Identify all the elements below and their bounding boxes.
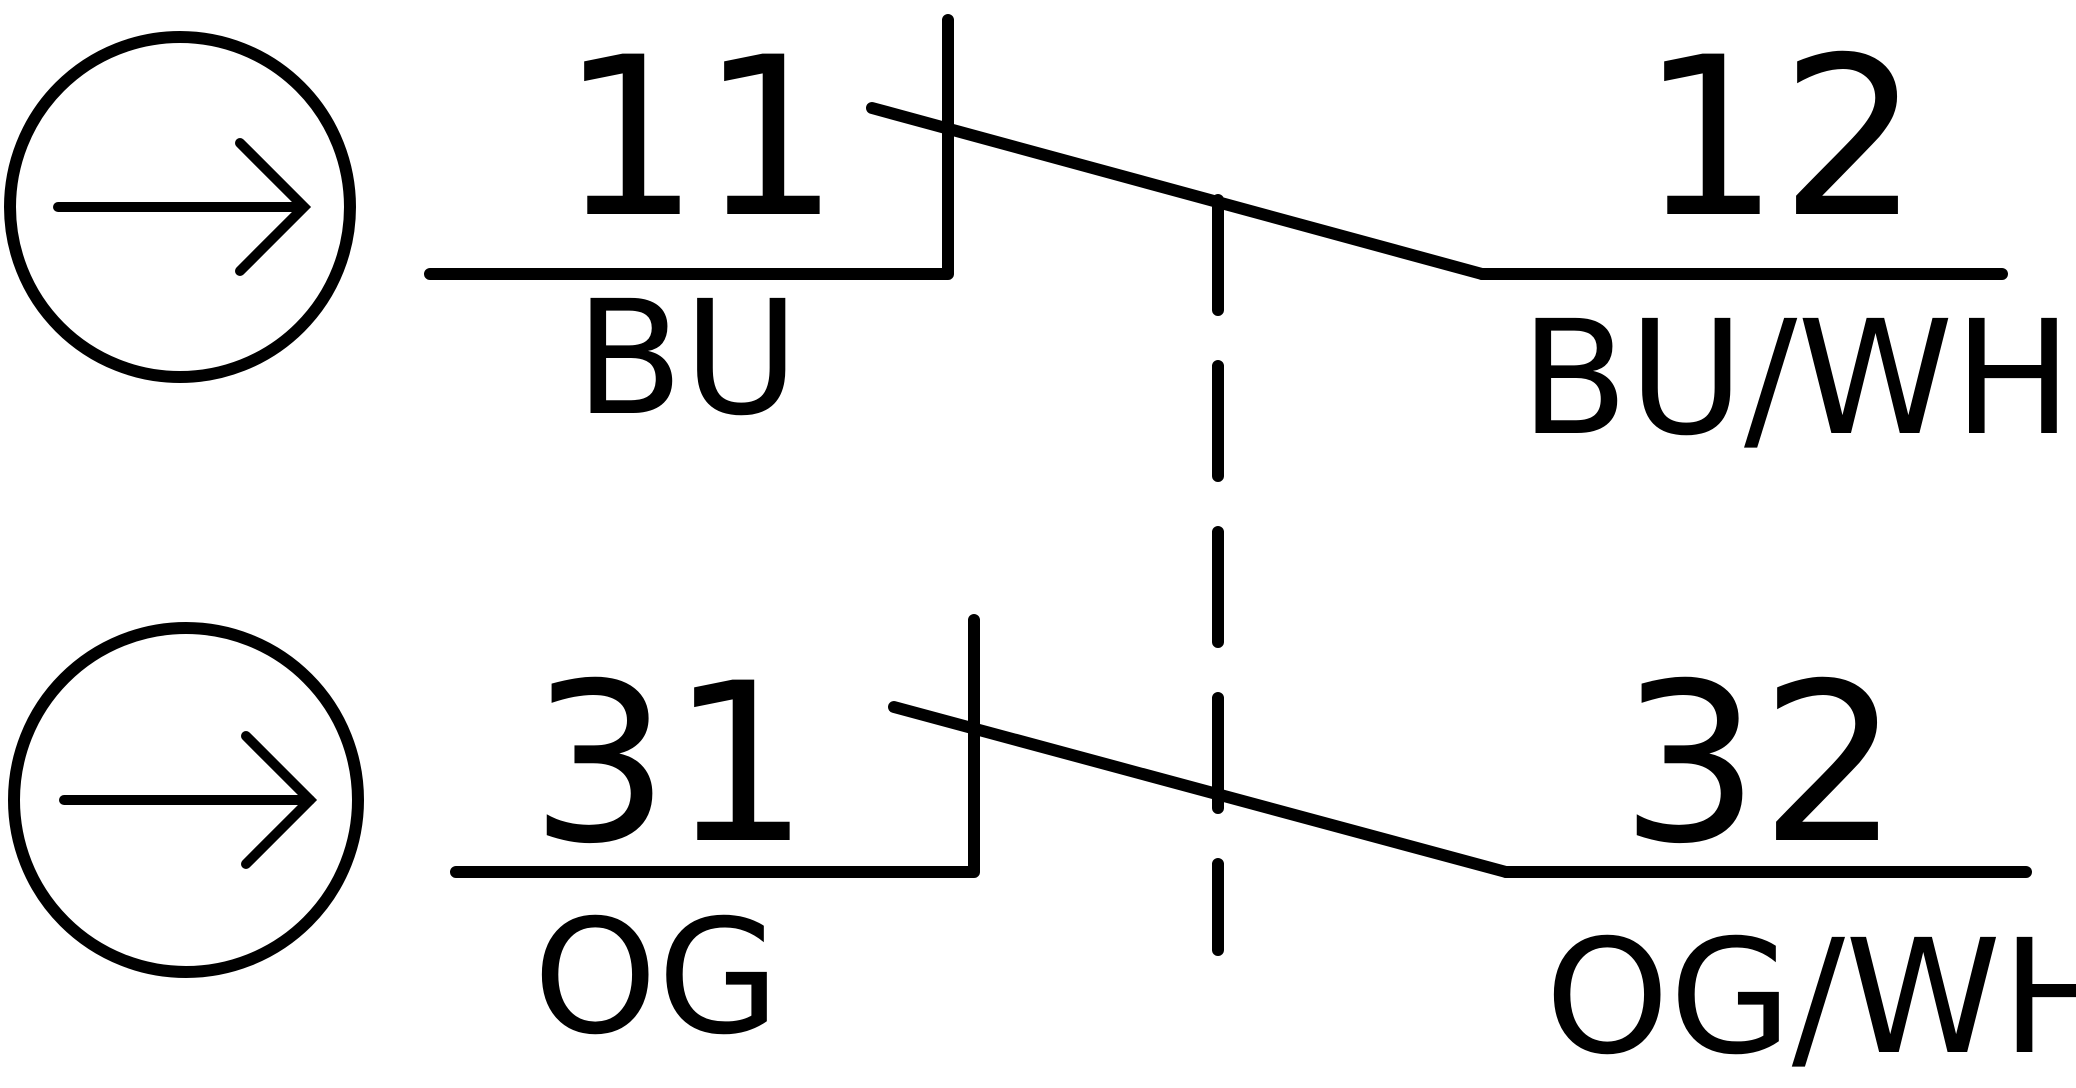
wire-color-out-label: OG/WH [1545, 906, 2076, 1088]
arrow-in-circle-icon [4, 31, 356, 383]
switch-blade-31 [888, 701, 1512, 878]
contact-31-32: 31 32 OG OG/WH [8, 614, 2076, 1088]
wire-color-in-label: BU [575, 267, 799, 451]
wire-in-11 [424, 14, 954, 280]
wire-color-in-label: OG [533, 886, 780, 1070]
wire-in-31 [450, 614, 980, 878]
arrow-in-circle-icon [8, 622, 364, 978]
contact-11-12: 11 12 BU BU/WH [4, 10, 2072, 471]
terminal-32-label: 32 [1620, 636, 1900, 892]
switch-blade-11 [866, 102, 1488, 280]
terminal-11-label: 11 [560, 10, 840, 266]
wire-color-out-label: BU/WH [1520, 287, 2072, 471]
terminal-31-label: 31 [530, 636, 810, 892]
terminal-12-label: 12 [1640, 10, 1920, 266]
